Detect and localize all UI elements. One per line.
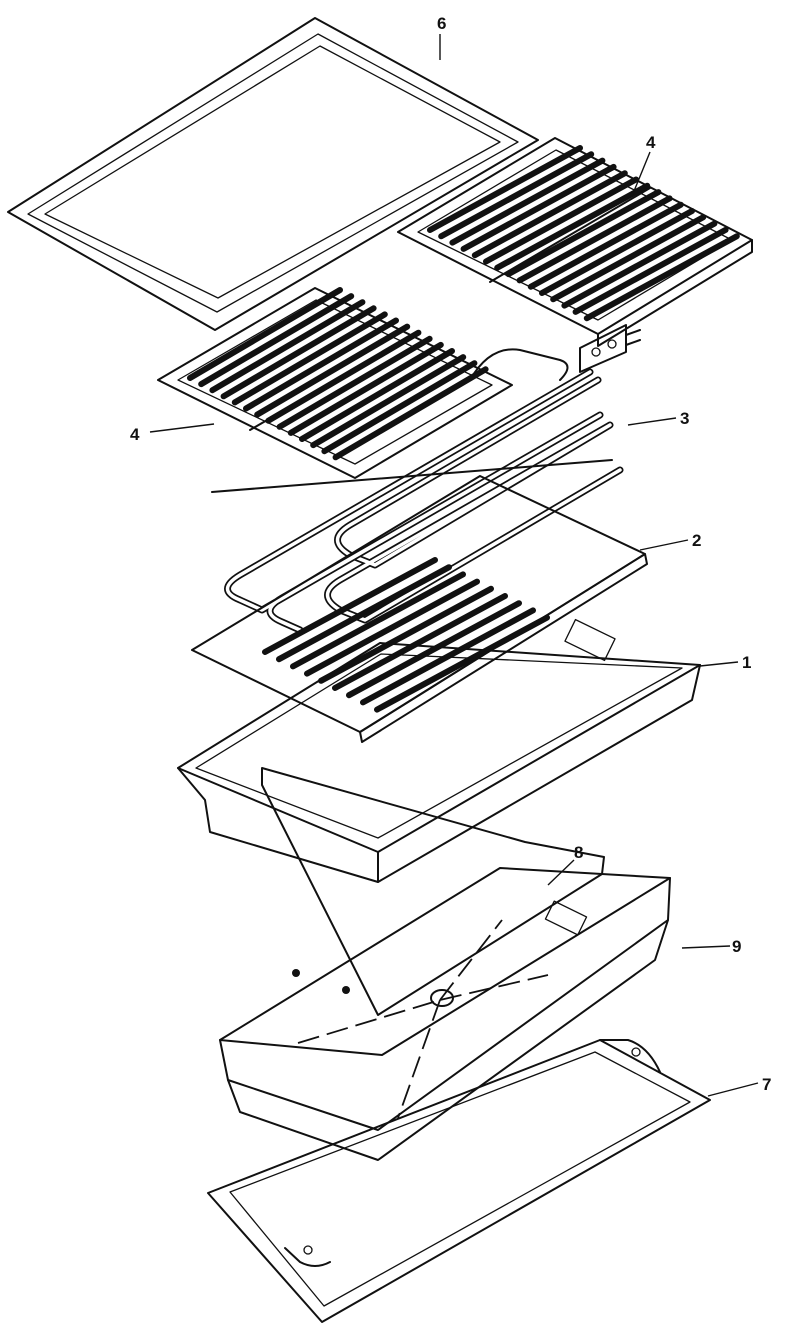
grate-bar: [321, 360, 478, 455]
grate-bar: [460, 163, 617, 252]
callout-labels: 6 4 4 3 2 1 8 9 7: [130, 14, 771, 1094]
plate-slot: [374, 614, 550, 713]
part-7-base-tray: [207, 1039, 711, 1323]
grate-bar: [310, 354, 467, 449]
plate-slot: [304, 578, 480, 677]
terminal-block: [579, 324, 627, 373]
part-2-reflector-plate: [191, 475, 648, 743]
grate-bar: [471, 170, 628, 259]
plate-slot: [360, 607, 536, 706]
grate-bar: [561, 220, 718, 309]
grate-bar: [187, 287, 343, 381]
grate-bar: [494, 182, 651, 271]
plate-slot: [318, 585, 494, 684]
grate-bar: [427, 145, 583, 233]
grate-bar: [449, 157, 606, 246]
grate-bar: [243, 317, 399, 412]
grate-bar: [220, 305, 377, 400]
callout-9: 9: [732, 937, 741, 956]
grate-bar: [254, 323, 411, 418]
grate-bar: [583, 233, 740, 322]
callout-8: 8: [574, 843, 583, 862]
part-8-deflector: [261, 767, 605, 1016]
plate-slot: [332, 593, 508, 691]
callout-3: 3: [680, 409, 689, 428]
part-6-cover: [7, 17, 539, 331]
plate-slot: [290, 571, 466, 670]
grate-bar: [231, 311, 388, 406]
grate-bar: [539, 208, 695, 296]
grate-bar: [550, 214, 707, 303]
part-1-main-pan: [177, 618, 701, 883]
part-9-grease-tray: [219, 867, 671, 1161]
plate-slot: [346, 600, 522, 699]
grate-bar: [516, 195, 673, 284]
callout-6: 6: [437, 14, 446, 33]
grate-bar: [505, 189, 662, 278]
part-4-grate-left: [157, 287, 513, 479]
grate-bar: [527, 201, 684, 290]
grate-bar: [483, 176, 639, 265]
plate-slot: [276, 564, 452, 663]
callout-1: 1: [742, 653, 751, 672]
grate-bar: [287, 341, 444, 436]
grate-bar: [198, 293, 355, 388]
grate-bar: [572, 226, 729, 315]
grate-bar: [332, 366, 489, 461]
grate-bar: [438, 151, 595, 240]
grate-bar: [276, 335, 433, 430]
callout-4-left: 4: [130, 425, 140, 444]
callout-2: 2: [692, 531, 701, 550]
part-3-heating-element: [211, 324, 641, 634]
grate-bar: [209, 299, 366, 394]
grate-bar: [299, 348, 455, 442]
drain-hole: [430, 989, 454, 1007]
leader-lines: [149, 34, 759, 1097]
plate-slot: [262, 557, 438, 655]
part-4-grate-right: [397, 137, 753, 347]
callout-4-right: 4: [646, 133, 656, 152]
callout-7: 7: [762, 1075, 771, 1094]
